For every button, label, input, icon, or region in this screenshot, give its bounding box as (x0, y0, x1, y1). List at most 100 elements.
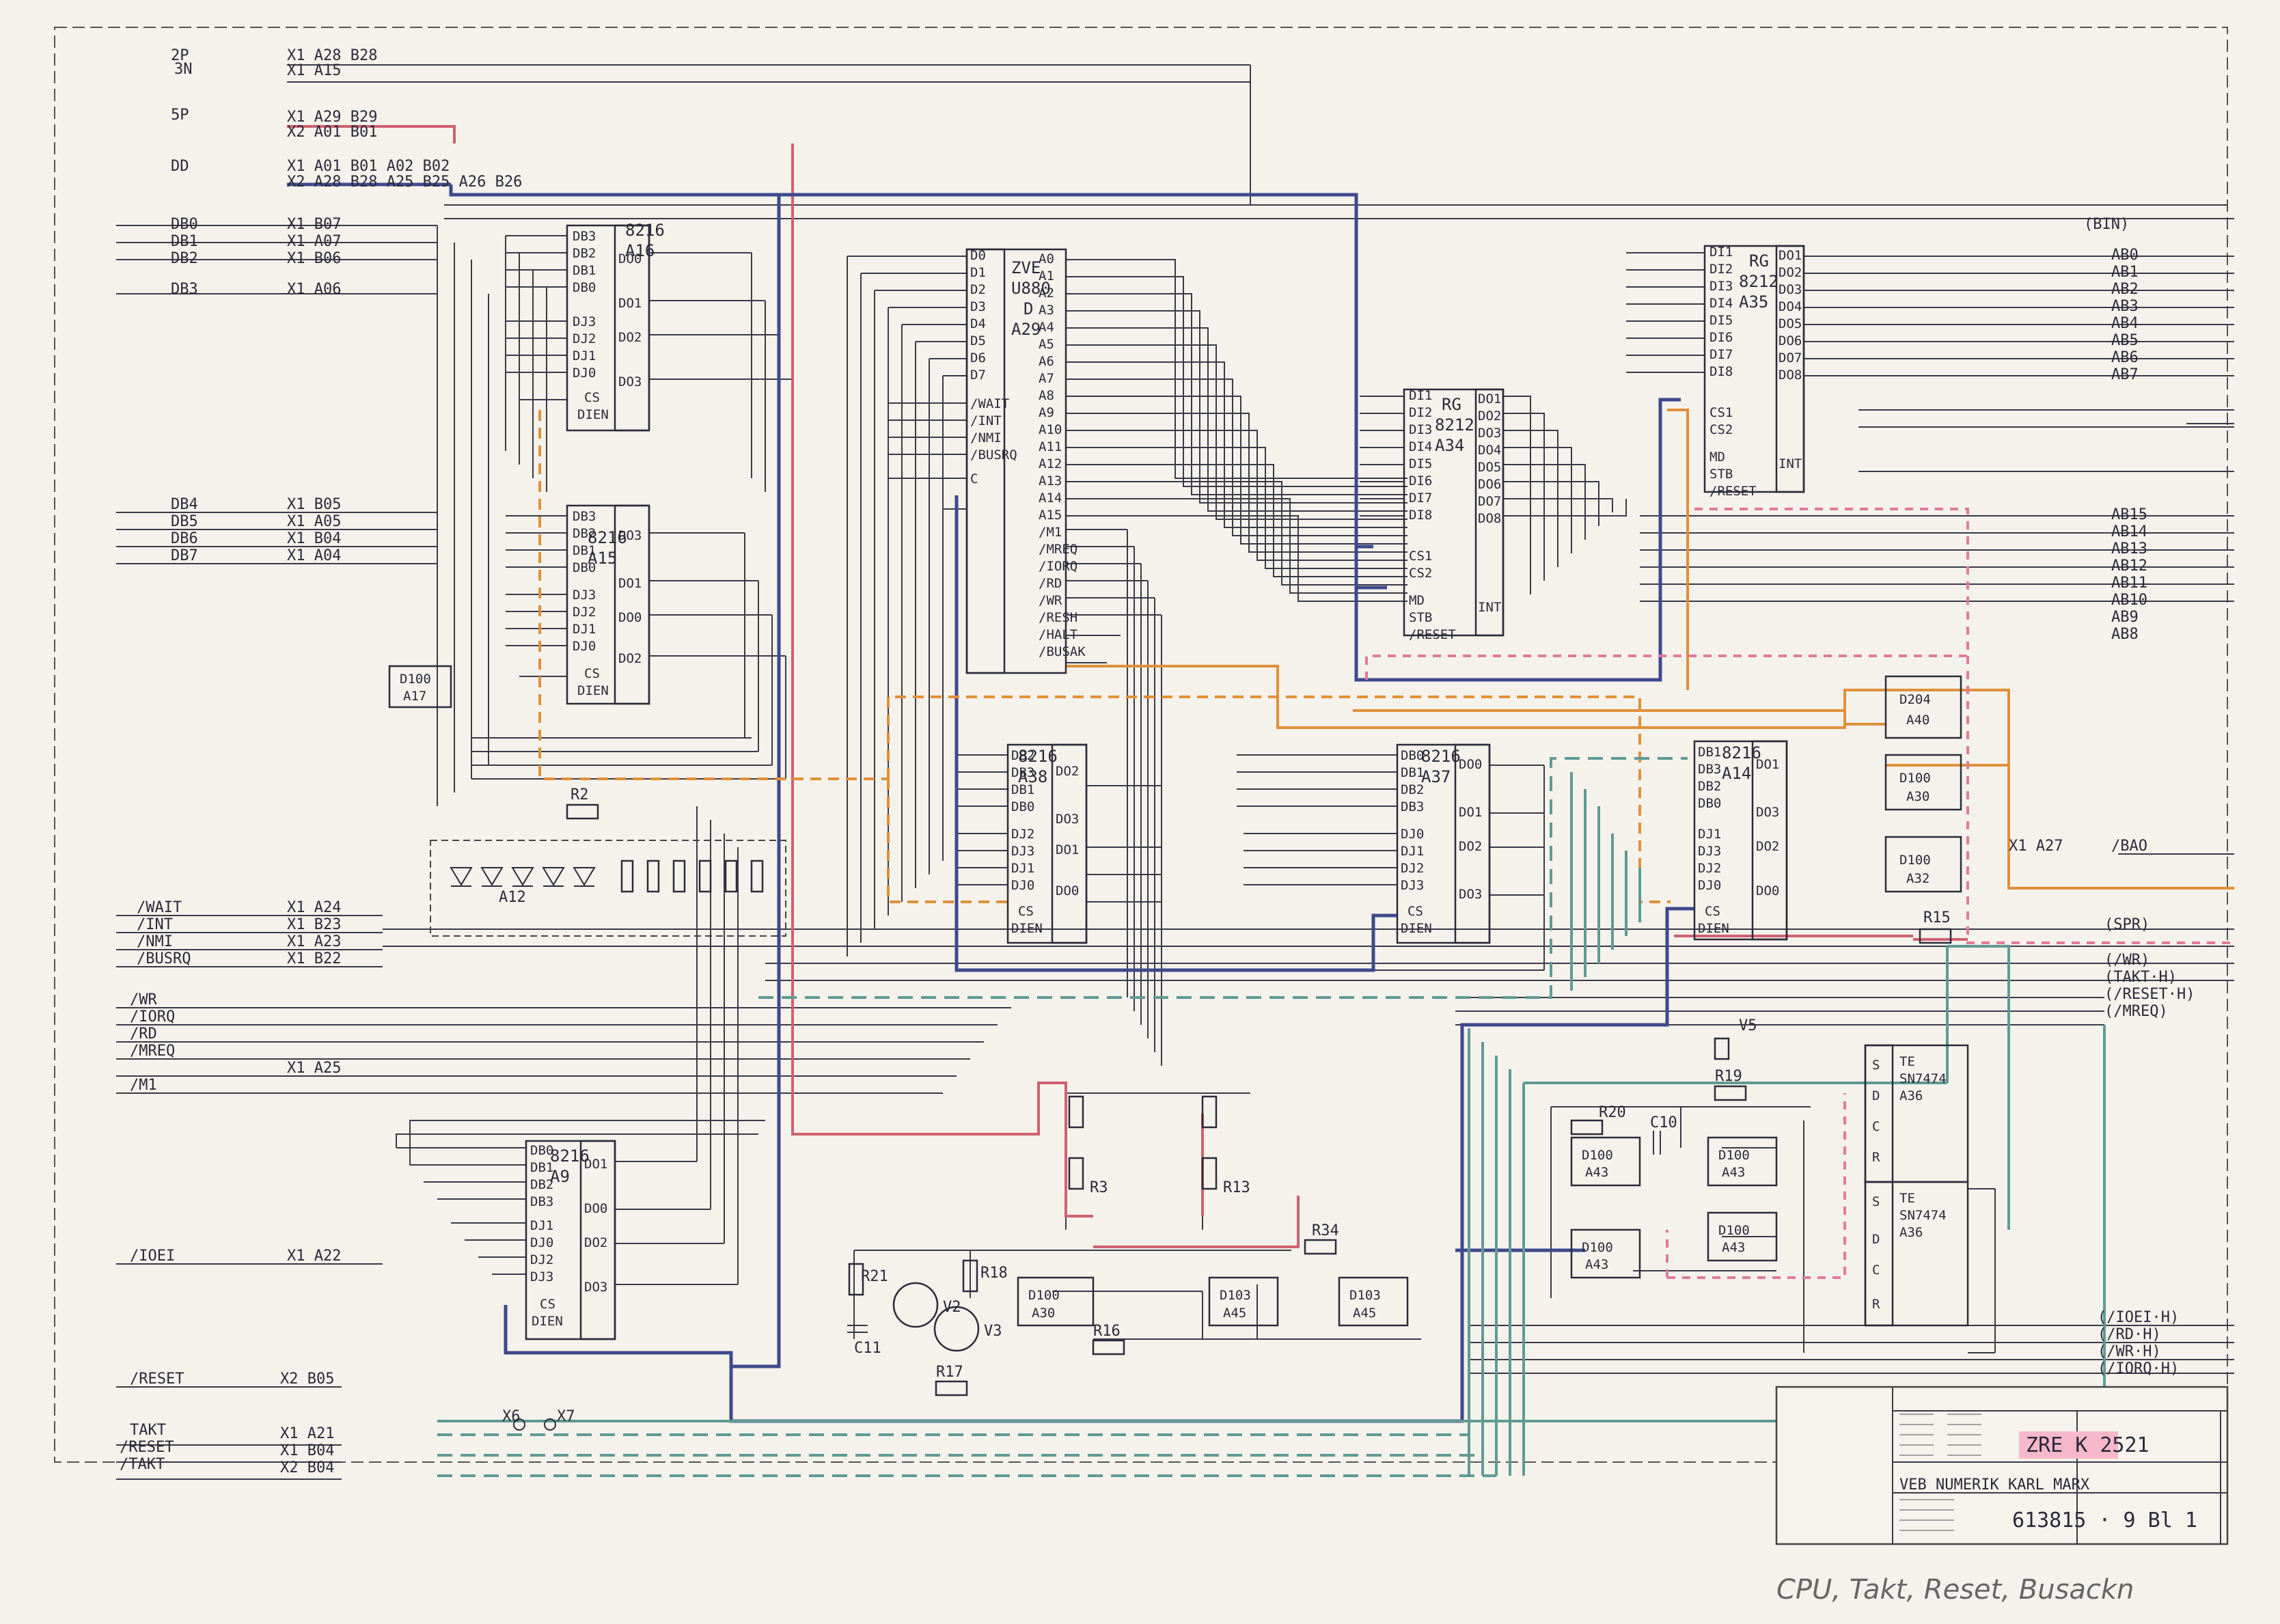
address-line (1066, 379, 1407, 536)
ic-a17-d100: D100 A17 (388, 665, 452, 708)
ic-a43-d100-4: D100 A43 (1570, 1228, 1641, 1279)
svg-text:/RD: /RD (130, 1026, 157, 1043)
svg-text:D103: D103 (1349, 1288, 1381, 1303)
svg-text:DB3: DB3 (171, 281, 198, 298)
svg-text:ZVE: ZVE (1011, 258, 1041, 277)
register-pin-right: DO6 (1478, 477, 1501, 492)
svg-text:DO2: DO2 (618, 651, 642, 666)
svg-text:A9: A9 (550, 1167, 570, 1186)
svg-text:DJ2: DJ2 (1011, 827, 1034, 842)
svg-text:X1 A22: X1 A22 (287, 1248, 341, 1265)
svg-text:S: S (1872, 1194, 1880, 1209)
cpu-pin-right: /BUSAK (1039, 644, 1086, 659)
svg-text:X1 B06: X1 B06 (287, 250, 341, 267)
svg-text:R: R (1872, 1150, 1880, 1165)
svg-text:DJ0: DJ0 (530, 1235, 553, 1250)
svg-text:X1 B23: X1 B23 (287, 916, 341, 933)
svg-text:DB5: DB5 (171, 513, 198, 530)
svg-text:DB1: DB1 (171, 233, 198, 250)
ic-a9-8216: 8216 A9 DB0 DB1 DB2 DB3 DJ1 DJ0 DJ2 DJ3 … (525, 1140, 616, 1340)
svg-text:5P: 5P (171, 107, 189, 124)
svg-text:DO1: DO1 (1056, 842, 1079, 857)
svg-text:/BAO: /BAO (2111, 838, 2147, 855)
svg-text:CS: CS (1407, 904, 1423, 919)
ic-a29-cpu-u880: ZVE U880 D A29 D0D1D2D3D4D5D6D7/WAIT/INT… (965, 248, 1086, 674)
cpu-right-pins: A0A1A2A3A4A5A6A7A8A9A10A11A12A13A14A15/M… (1039, 251, 1086, 659)
svg-text:DIEN: DIEN (577, 407, 609, 422)
svg-text:DB1: DB1 (1401, 765, 1424, 780)
svg-text:DJ1: DJ1 (530, 1218, 553, 1233)
svg-text:R19: R19 (1715, 1068, 1742, 1085)
register-pin-right: DO8 (1478, 511, 1501, 526)
svg-text:/BUSRQ: /BUSRQ (137, 950, 191, 967)
diode-symbol (573, 867, 596, 887)
register-pin-right: DO1 (1778, 248, 1802, 263)
svg-text:DD: DD (171, 158, 189, 175)
cpu-pin-left: /INT (970, 413, 1002, 428)
svg-text:D100: D100 (1028, 1288, 1060, 1303)
cpu-pin-right: A11 (1039, 439, 1062, 454)
resistor-r18: R18 (962, 1259, 1008, 1293)
svg-text:DO2: DO2 (1056, 764, 1079, 779)
svg-text:DO3: DO3 (1459, 887, 1482, 902)
svg-text:RG: RG (1749, 251, 1769, 271)
svg-text:DJ3: DJ3 (1401, 878, 1424, 893)
address-line (1066, 276, 1407, 487)
svg-text:/RESET: /RESET (120, 1439, 174, 1456)
resistor-symbol (724, 859, 738, 893)
svg-text:A36: A36 (1899, 1088, 1923, 1103)
svg-text:R34: R34 (1312, 1222, 1339, 1239)
svg-text:DB2: DB2 (1011, 748, 1034, 763)
svg-text:R2: R2 (571, 786, 589, 803)
svg-text:DB0: DB0 (573, 280, 596, 295)
resistor-r20: R20 (1570, 1104, 1626, 1136)
svg-text:DO3: DO3 (618, 374, 642, 389)
register-pin-right: DO8 (1778, 368, 1802, 383)
svg-text:DB2: DB2 (1698, 779, 1721, 794)
cpu-pin-right: /RESH (1039, 610, 1077, 625)
cpu-pin-left: D2 (970, 282, 986, 297)
svg-text:A37: A37 (1421, 767, 1451, 786)
register-pin-left: DI3 (1409, 422, 1432, 437)
svg-text:DJ1: DJ1 (573, 622, 596, 637)
svg-text:8212: 8212 (1435, 415, 1474, 435)
svg-text:A45: A45 (1223, 1306, 1246, 1321)
svg-text:DO1: DO1 (1459, 805, 1482, 820)
ic-a34-register: RG 8212 A34 DI1DI2DI3DI4DI5DI6DI7DI8CS1C… (1403, 388, 1505, 642)
register-pin-left: CS2 (1409, 566, 1432, 581)
svg-text:X1 B05: X1 B05 (287, 496, 341, 513)
register-pin-right: DO2 (1778, 265, 1802, 280)
cpu-pin-right: A3 (1039, 303, 1054, 318)
address-line (1066, 430, 1407, 561)
svg-text:A30: A30 (1906, 789, 1929, 804)
register-pin-left: DI6 (1409, 473, 1432, 488)
svg-text:X1 A05: X1 A05 (287, 513, 341, 530)
svg-text:TE: TE (1899, 1191, 1915, 1206)
address-bus-label: AB14 (2111, 523, 2147, 540)
svg-text:8216: 8216 (1722, 743, 1761, 762)
svg-text:C: C (1872, 1119, 1880, 1134)
svg-text:/TAKT: /TAKT (120, 1456, 165, 1473)
svg-text:D100: D100 (1582, 1240, 1613, 1255)
wiring-pink-dashed (1365, 508, 2234, 1279)
cpu-pin-right: /IORQ (1039, 559, 1077, 574)
address-line (1066, 498, 1407, 594)
svg-text:A14: A14 (1722, 764, 1751, 783)
svg-text:DB2: DB2 (530, 1177, 553, 1192)
register-pin-right: DO4 (1478, 443, 1501, 458)
register-pin-right: DO4 (1778, 299, 1802, 314)
svg-text:DB3: DB3 (530, 1194, 553, 1209)
ic-a45-d103: D103 A45 (1208, 1276, 1279, 1327)
svg-text:DO0: DO0 (584, 1201, 607, 1216)
svg-text:/IORQ: /IORQ (130, 1008, 175, 1026)
cpu-pin-right: A14 (1039, 491, 1062, 506)
svg-text:8216: 8216 (1018, 747, 1058, 766)
svg-text:A43: A43 (1722, 1240, 1745, 1255)
svg-text:DJ0: DJ0 (1401, 827, 1424, 842)
resistor-symbol (698, 859, 712, 893)
svg-text:X2 A28 B28 A25 B25 A26 B26: X2 A28 B28 A25 B25 A26 B26 (287, 174, 522, 191)
svg-text:A36: A36 (1899, 1225, 1923, 1240)
ic-a37-8216: 8216 A37 DB0 DB1 DB2 DB3 DJ0 DJ1 DJ2 DJ3… (1396, 743, 1491, 944)
address-line (1066, 310, 1407, 504)
svg-text:DO2: DO2 (618, 330, 642, 345)
